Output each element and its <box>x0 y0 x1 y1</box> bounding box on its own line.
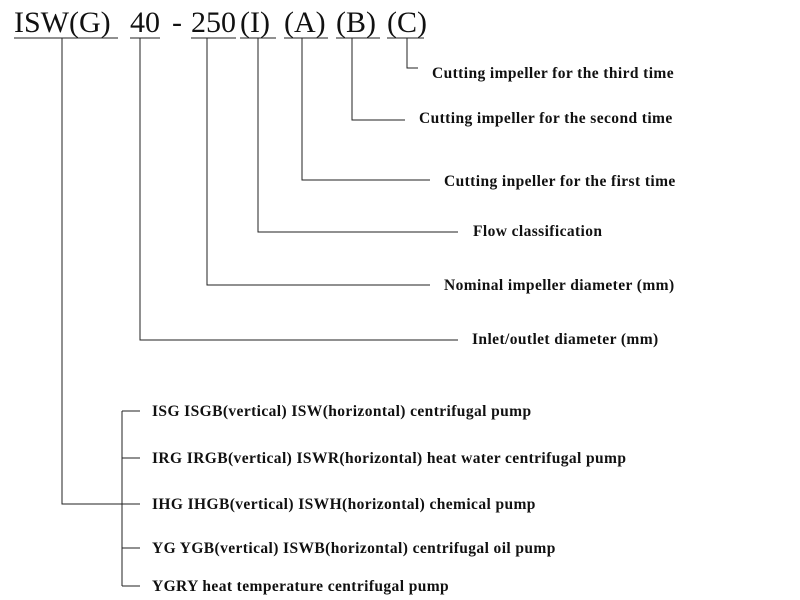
code-cut-b: (B) <box>336 6 376 39</box>
pump-type-item: IHG IHGB(vertical) ISWH(horizontal) chem… <box>152 496 536 513</box>
code-flow-class: (I) <box>240 6 270 39</box>
code-inlet-diameter: 40 <box>130 6 160 39</box>
label-second-cut: Cutting impeller for the second time <box>419 110 673 127</box>
leader-line-inlet <box>139 38 458 341</box>
leader-lines <box>61 38 458 587</box>
leader-line-flow <box>257 38 458 233</box>
leader-line-b <box>351 38 405 121</box>
pump-type-item: YGRY heat temperature centrifugal pump <box>152 578 449 595</box>
label-first-cut: Cutting inpeller for the first time <box>444 173 676 190</box>
pump-type-list: ISG ISGB(vertical) ISW(horizontal) centr… <box>152 403 626 595</box>
code-dash: - <box>172 6 182 39</box>
code-cut-c: (C) <box>387 6 427 39</box>
pump-type-item: YG YGB(vertical) ISWB(horizontal) centri… <box>152 540 556 557</box>
code-impeller-diameter: 250 <box>191 6 236 39</box>
model-code: ISW(G) 40 - 250 (I) (A) (B) (C) <box>14 6 427 39</box>
leader-line-c <box>406 38 418 69</box>
code-cut-a: (A) <box>284 6 326 39</box>
label-inlet-outlet-diameter: Inlet/outlet diameter (mm) <box>472 331 659 348</box>
label-third-cut: Cutting impeller for the third time <box>432 65 674 82</box>
label-flow-classification: Flow classification <box>473 223 602 240</box>
leader-line-series <box>61 38 122 505</box>
annotations: Cutting impeller for the third time Cutt… <box>419 65 676 348</box>
label-nominal-impeller-diameter: Nominal impeller diameter (mm) <box>444 277 675 294</box>
pump-type-item: IRG IRGB(vertical) ISWR(horizontal) heat… <box>152 450 626 467</box>
leader-line-impeller <box>206 38 430 286</box>
pump-type-item: ISG ISGB(vertical) ISW(horizontal) centr… <box>152 403 531 420</box>
leader-line-a <box>301 38 430 181</box>
code-series: ISW(G) <box>14 6 111 39</box>
